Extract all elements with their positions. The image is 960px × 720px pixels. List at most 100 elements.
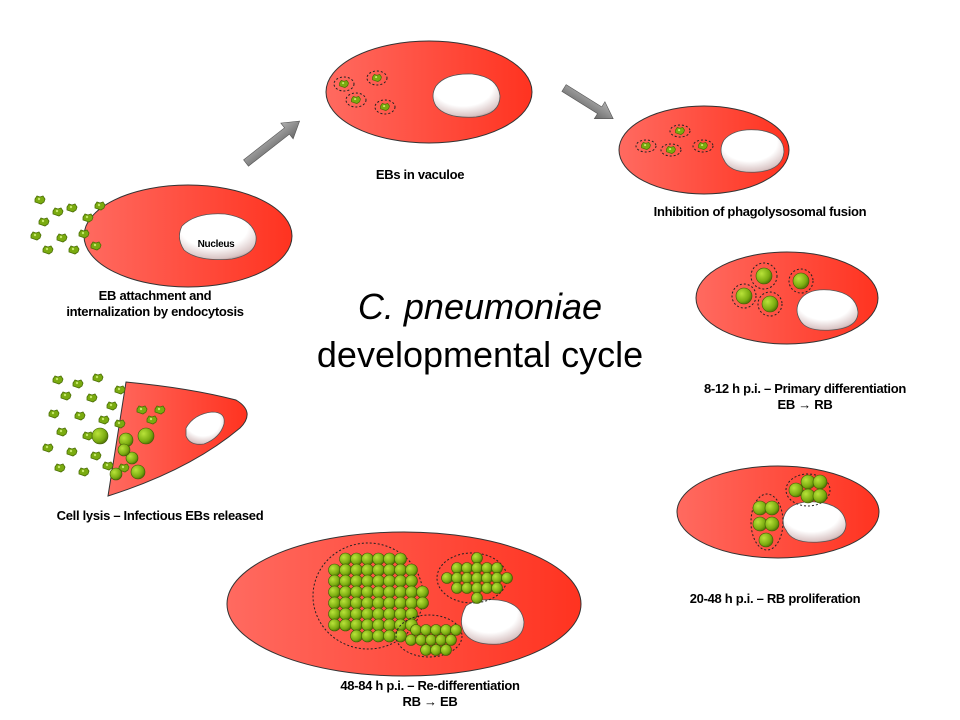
vacuole-membrane — [345, 92, 367, 108]
vacuole-membrane — [395, 614, 463, 658]
rb-body — [761, 295, 779, 313]
eb-body — [114, 419, 126, 429]
rb-body — [361, 574, 374, 588]
vacuole-membrane — [785, 473, 831, 507]
eb-body — [92, 373, 104, 383]
eb-body — [30, 231, 42, 241]
eb-body — [698, 141, 708, 150]
rb-body — [461, 572, 473, 584]
cell-primary-differentiation — [695, 251, 879, 345]
rb-body — [394, 629, 407, 643]
eb-body — [38, 217, 50, 227]
rb-body — [137, 427, 155, 445]
eb-body — [339, 79, 349, 88]
eb-body — [78, 467, 90, 477]
eb-body — [86, 393, 98, 403]
cell-vacuole — [325, 40, 533, 144]
eb-body — [72, 379, 84, 389]
rb-body — [430, 644, 442, 656]
rb-body — [339, 618, 352, 632]
eb-body — [146, 415, 158, 425]
rb-body — [491, 572, 503, 584]
rb-body — [416, 596, 429, 610]
rb-body — [372, 618, 385, 632]
rb-body — [812, 474, 828, 490]
rb-body — [383, 563, 396, 577]
rb-body — [350, 585, 363, 599]
rb-body — [405, 574, 418, 588]
rb-body — [415, 634, 427, 646]
vacuole-membrane — [731, 283, 757, 309]
vacuole-membrane — [692, 139, 714, 153]
nucleus-shape — [461, 599, 525, 645]
rb-body — [339, 585, 352, 599]
eb-body — [54, 463, 66, 473]
rb-body — [383, 574, 396, 588]
label-line: internalization by endocytosis — [66, 304, 244, 319]
rb-stage6 — [312, 542, 513, 658]
eb-body — [34, 195, 46, 205]
rb-body — [450, 624, 462, 636]
cell-attachment — [83, 184, 293, 288]
eb-body — [102, 461, 114, 471]
rb-body — [394, 563, 407, 577]
rb-body — [764, 516, 780, 532]
eb-body — [90, 451, 102, 461]
rb-body — [481, 562, 493, 574]
vacuoles-stage3 — [635, 124, 714, 157]
label-proliferation: 20-48 h p.i. – RB proliferation — [650, 591, 900, 607]
rb-body — [339, 607, 352, 621]
rb-body — [394, 574, 407, 588]
eb-released — [42, 373, 166, 481]
eb-body — [52, 375, 64, 385]
label-line: RB → EB — [402, 694, 458, 709]
rb-body — [350, 607, 363, 621]
rb-body — [328, 585, 341, 599]
rb-body — [405, 585, 418, 599]
eb-body — [114, 385, 126, 395]
rb-body — [394, 596, 407, 610]
vacuole-membrane — [750, 262, 778, 290]
eb-body — [42, 443, 54, 453]
rb-body — [372, 563, 385, 577]
vacuole-membrane — [669, 124, 691, 138]
vacuole-membrane — [366, 70, 388, 86]
rb-body — [350, 563, 363, 577]
rb-body — [416, 585, 429, 599]
nucleus-shape — [720, 129, 785, 173]
arrow-to-inhibition — [561, 84, 614, 120]
rb-body — [383, 596, 396, 610]
rb-body — [445, 634, 457, 646]
rb-body — [125, 451, 139, 465]
rb-body — [394, 585, 407, 599]
diagram-title-subtitle: developmental cycle — [316, 334, 644, 375]
nucleus-shape — [796, 289, 859, 331]
rb-body — [350, 574, 363, 588]
label-line: Inhibition of phagolysosomal fusion — [653, 204, 867, 219]
vacuole-membrane — [750, 493, 784, 551]
rb-stage4 — [731, 262, 814, 317]
label-lysis: Cell lysis – Infectious EBs released — [10, 508, 310, 524]
rb-body — [420, 624, 432, 636]
rb-body — [350, 618, 363, 632]
rb-body — [361, 618, 374, 632]
vacuole-membrane — [374, 99, 396, 115]
nucleus-shape — [782, 501, 847, 543]
eb-body — [52, 207, 64, 217]
eb-body — [68, 245, 80, 255]
vacuoles-stage2 — [333, 70, 396, 115]
rb-body — [491, 562, 503, 574]
rb-body — [350, 596, 363, 610]
rb-body — [410, 624, 422, 636]
rb-body — [130, 464, 146, 480]
rb-stage5 — [750, 473, 831, 551]
eb-body — [82, 213, 94, 223]
eb-body — [56, 427, 68, 437]
rb-body — [405, 607, 418, 621]
nucleus-shape — [179, 213, 257, 260]
rb-body — [758, 532, 774, 548]
rb-body — [361, 552, 374, 566]
rb-body — [461, 562, 473, 574]
